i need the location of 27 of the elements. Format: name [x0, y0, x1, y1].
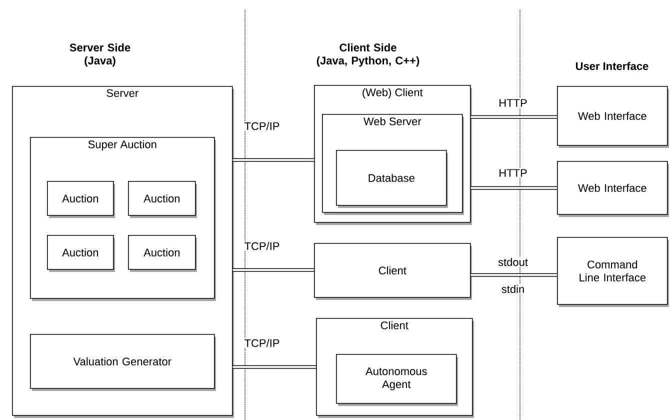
component-box: Autonomous Agent [336, 354, 458, 406]
edge-label: TCP/IP [243, 338, 281, 348]
component-box: Auction [47, 235, 115, 272]
component-box: Auction [128, 181, 197, 218]
edge-label: HTTP [498, 168, 528, 178]
edge-label: HTTP [498, 98, 528, 108]
edge-label: TCP/IP [243, 120, 281, 132]
edge-label: TCP/IP [243, 240, 281, 252]
connector [470, 186, 557, 190]
component-box: Web Interface [557, 161, 669, 217]
column-heading: User Interface [576, 62, 648, 70]
edge-label: stdout [497, 256, 529, 268]
column-heading: Client Side (Java, Python, C++) [316, 43, 420, 67]
component-box: Valuation Generator [30, 334, 216, 391]
port-label: stdin [500, 284, 526, 294]
component-box: Web Interface [557, 86, 669, 148]
connector [232, 365, 316, 369]
component-box: Client [314, 243, 472, 300]
connector [470, 273, 557, 277]
column-heading: Server Side (Java) [70, 43, 130, 67]
connector [232, 158, 314, 162]
connector [232, 268, 314, 272]
component-box: Auction [128, 235, 197, 272]
component-box: Auction [47, 181, 115, 218]
component-box: Database [336, 150, 448, 208]
connector [470, 115, 557, 119]
component-box: Command Line Interface [557, 237, 669, 307]
